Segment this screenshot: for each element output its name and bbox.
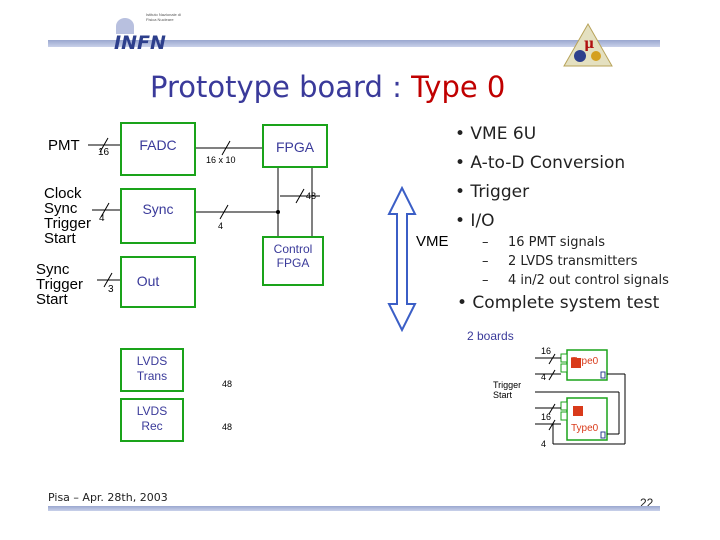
trigger-start-line-2: Start xyxy=(493,390,513,400)
board2-label: Type0 xyxy=(571,423,599,434)
dash: – xyxy=(482,254,489,269)
fadc-box: FADC xyxy=(120,122,196,176)
lvds-trans-label: LVDS Trans xyxy=(122,354,182,384)
pmt-bus-width: 16 xyxy=(98,147,110,158)
pmt-label: PMT xyxy=(48,137,80,154)
logo-arc xyxy=(116,18,134,34)
io-sub-text: 4 in/2 out control signals xyxy=(508,273,669,288)
header-rule xyxy=(48,40,660,47)
sync-line-3: Start xyxy=(36,291,68,308)
footer-rule xyxy=(48,506,660,511)
sync-trigger-start-label: Sync Trigger Start xyxy=(36,262,83,307)
io-sub-text: 2 LVDS transmitters xyxy=(508,254,638,269)
corner-logo-icon: μ xyxy=(562,22,614,68)
fpga-label: FPGA xyxy=(275,139,315,155)
fpga-control-bus-width: 48 xyxy=(306,191,317,201)
control-fpga-label: Control FPGA xyxy=(264,242,322,270)
lvds-trans-bus-width: 48 xyxy=(222,379,233,389)
lvds-trans-line-1: LVDS xyxy=(136,354,168,368)
io-sub-list: – 16 PMT signals – 2 LVDS transmitters – 4 … xyxy=(482,233,669,290)
sync-fpga-bus-width: 4 xyxy=(218,221,224,231)
control-fpga-line-1: Control xyxy=(273,242,313,256)
boards-label: 2 boards xyxy=(467,329,514,343)
clock-bus-width: 4 xyxy=(99,213,105,224)
out-box: Out xyxy=(120,256,196,308)
title-accent: Type 0 xyxy=(411,70,506,104)
io-sub-item: – 16 PMT signals xyxy=(482,233,669,252)
board2-bus-4: 4 xyxy=(541,439,547,449)
io-sub-item: – 4 in/2 out control signals xyxy=(482,271,669,290)
logo-text: INFN xyxy=(114,32,166,54)
sync-box: Sync xyxy=(120,188,196,244)
board1-bus-16: 16 xyxy=(541,346,552,356)
dash: – xyxy=(482,273,489,288)
vme-arrow-icon xyxy=(387,186,417,332)
io-sub-text: 16 PMT signals xyxy=(508,235,606,250)
control-fpga-line-2: FPGA xyxy=(276,256,310,270)
logo-subtext: Istituto Nazionale di Fisica Nucleare xyxy=(146,12,181,22)
dash: – xyxy=(482,235,489,250)
system-test-sketch xyxy=(535,349,626,445)
lvds-rec-line-2: Rec xyxy=(141,419,163,433)
feature-item: • Trigger xyxy=(455,182,530,202)
complete-system-test: • Complete system test xyxy=(457,293,660,313)
lvds-rec-label: LVDS Rec xyxy=(122,404,182,434)
vme-label: VME xyxy=(416,233,449,250)
lvds-rec-line-1: LVDS xyxy=(136,404,168,418)
svg-text:μ: μ xyxy=(584,36,594,52)
title-main: Prototype board : xyxy=(150,70,412,104)
fadc-label: FADC xyxy=(139,137,177,153)
fadc-fpga-bus-width: 16 x 10 xyxy=(206,155,236,165)
board1-bus-4: 4 xyxy=(541,372,547,382)
sync-line-2: Trigger xyxy=(36,276,83,293)
board2-bus-16: 16 xyxy=(541,412,552,422)
feature-item: • A-to-D Conversion xyxy=(455,153,626,173)
feature-item: • VME 6U xyxy=(455,124,537,144)
trigger-start-label: Trigger Start xyxy=(493,380,521,400)
lvds-rec-box: LVDS Rec xyxy=(120,398,184,442)
clock-line-1: Clock xyxy=(44,185,82,202)
board1-label: Type0 xyxy=(571,356,599,367)
diagram-wires xyxy=(88,137,320,288)
out-label: Out xyxy=(136,273,160,289)
clock-line-2: Sync xyxy=(44,200,78,217)
clock-line-4: Start xyxy=(44,230,76,247)
infn-logo: INFN Istituto Nazionale di Fisica Nuclea… xyxy=(112,12,182,68)
sync-box-label: Sync xyxy=(142,201,174,217)
clock-sync-trigger-start-label: Clock Sync Trigger Start xyxy=(44,186,91,246)
lvds-trans-line-2: Trans xyxy=(136,369,168,383)
footer-text: Pisa – Apr. 28th, 2003 xyxy=(48,491,168,504)
feature-list: • VME 6U • A-to-D Conversion • Trigger •… xyxy=(455,120,625,236)
lvds-rec-bus-width: 48 xyxy=(222,422,233,432)
sync-line-1: Sync xyxy=(36,261,70,278)
trigger-start-line-1: Trigger xyxy=(493,380,522,390)
fpga-box: FPGA xyxy=(262,124,328,168)
io-sub-item: – 2 LVDS transmitters xyxy=(482,252,669,271)
lvds-trans-box: LVDS Trans xyxy=(120,348,184,392)
clock-line-3: Trigger xyxy=(44,215,91,232)
page-title: Prototype board : Type 0 xyxy=(150,70,505,104)
control-fpga-box: Control FPGA xyxy=(262,236,324,286)
sync-bus-width: 3 xyxy=(108,284,114,295)
feature-item: • I/O xyxy=(455,211,495,231)
